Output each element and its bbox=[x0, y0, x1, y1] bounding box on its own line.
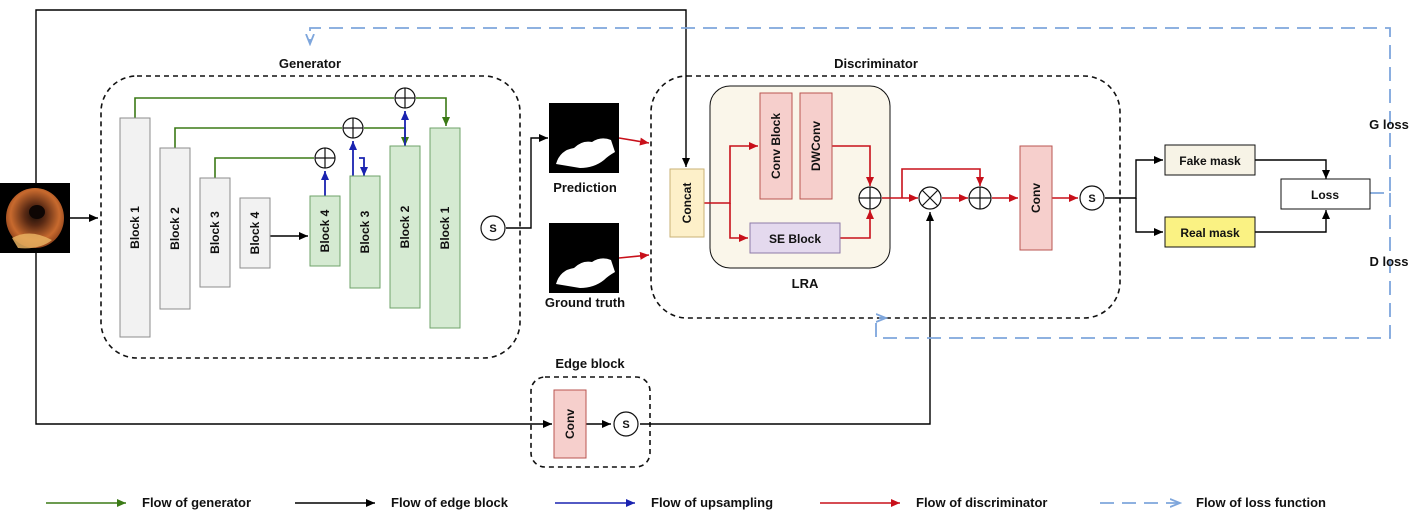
legend: Flow of generator Flow of edge block Flow … bbox=[46, 495, 1326, 510]
loss-flow-lines bbox=[310, 27, 1391, 339]
decoder-block-2: Block 3 bbox=[349, 175, 381, 289]
input-endoscopy-image bbox=[0, 183, 70, 253]
add-node-level1 bbox=[394, 87, 416, 109]
loss-box: Loss bbox=[1280, 178, 1371, 210]
legend-label: Flow of discriminator bbox=[916, 495, 1047, 510]
encoder-block-label: Block 4 bbox=[248, 211, 262, 254]
g-loss-label: G loss bbox=[1369, 117, 1409, 132]
legend-label: Flow of edge block bbox=[391, 495, 509, 510]
prediction-mask-image bbox=[549, 103, 619, 173]
discriminator-conv-module: Conv bbox=[1019, 145, 1053, 251]
lra-add-node bbox=[858, 186, 882, 210]
legend-label: Flow of upsampling bbox=[651, 495, 773, 510]
decoder-block-label: Block 3 bbox=[358, 210, 372, 253]
edge-sigmoid-label: S bbox=[622, 419, 629, 431]
decoder-block-1: Block 4 bbox=[309, 195, 341, 267]
d-loss-label: D loss bbox=[1369, 254, 1408, 269]
generator-sigmoid-label: S bbox=[489, 223, 496, 235]
decoder-block-label: Block 2 bbox=[398, 205, 412, 248]
ground-truth-label: Ground truth bbox=[545, 295, 625, 310]
add-node-level2 bbox=[342, 117, 364, 139]
encoder-block-3: Block 3 bbox=[199, 177, 231, 288]
concat-label: Concat bbox=[680, 183, 694, 224]
conv-block-label: Conv Block bbox=[769, 113, 783, 179]
dwconv-module: DWConv bbox=[799, 92, 833, 200]
real-mask-label: Real mask bbox=[1180, 226, 1240, 240]
real-mask-box: Real mask bbox=[1164, 216, 1256, 248]
legend-item: Flow of loss function bbox=[1100, 495, 1326, 510]
edge-block-group: Edge block bbox=[530, 356, 651, 468]
decoder-block-3: Block 2 bbox=[389, 145, 421, 309]
multiply-node bbox=[918, 186, 942, 210]
se-block-label: SE Block bbox=[769, 232, 821, 246]
edge-block-title: Edge block bbox=[555, 356, 625, 371]
fake-mask-box: Fake mask bbox=[1164, 144, 1256, 176]
ground-truth-mask-image bbox=[549, 223, 619, 293]
edge-conv-label: Conv bbox=[563, 409, 577, 439]
discriminator-sigmoid-node: S bbox=[1079, 185, 1105, 211]
generator-sigmoid-node: S bbox=[480, 215, 506, 241]
edge-conv-module: Conv bbox=[553, 389, 587, 459]
encoder-block-label: Block 2 bbox=[168, 207, 182, 250]
decoder-block-label: Block 4 bbox=[318, 209, 332, 252]
edge-sigmoid-node: S bbox=[613, 411, 639, 437]
encoder-block-1: Block 1 bbox=[119, 117, 151, 338]
encoder-block-4: Block 4 bbox=[239, 197, 271, 269]
decoder-blocks: Block 4 Block 3 Block 2 Block 1 bbox=[309, 127, 461, 329]
edge-flow-lines bbox=[35, 9, 1330, 428]
generator-group: Generator bbox=[100, 56, 521, 359]
discriminator-flow-lines bbox=[618, 137, 1078, 260]
discriminator-sigmoid-label: S bbox=[1088, 193, 1095, 205]
decoder-block-label: Block 1 bbox=[438, 206, 452, 249]
discriminator-group: Discriminator bbox=[650, 56, 1121, 319]
residual-add-node bbox=[968, 186, 992, 210]
concat-module: Concat bbox=[669, 168, 705, 238]
upsampling-lines bbox=[321, 111, 409, 196]
legend-item: Flow of discriminator bbox=[820, 495, 1047, 510]
legend-label: Flow of loss function bbox=[1196, 495, 1326, 510]
legend-item: Flow of edge block bbox=[295, 495, 509, 510]
generator-title: Generator bbox=[279, 56, 341, 71]
encoder-block-label: Block 3 bbox=[208, 211, 222, 254]
encoder-block-label: Block 1 bbox=[128, 206, 142, 249]
se-block-module: SE Block bbox=[749, 222, 841, 254]
fake-mask-label: Fake mask bbox=[1179, 154, 1241, 168]
prediction-label: Prediction bbox=[553, 180, 617, 195]
loss-label: Loss bbox=[1311, 188, 1339, 202]
discriminator-conv-label: Conv bbox=[1029, 183, 1043, 213]
legend-item: Flow of generator bbox=[46, 495, 251, 510]
lra-title: LRA bbox=[792, 276, 819, 291]
dwconv-label: DWConv bbox=[809, 121, 823, 171]
encoder-block-2: Block 2 bbox=[159, 147, 191, 310]
legend-item: Flow of upsampling bbox=[555, 495, 773, 510]
conv-block-module: Conv Block bbox=[759, 92, 793, 200]
add-node-level3 bbox=[314, 147, 336, 169]
discriminator-title: Discriminator bbox=[834, 56, 918, 71]
encoder-blocks: Block 1 Block 2 Block 3 Block 4 bbox=[119, 117, 271, 338]
legend-label: Flow of generator bbox=[142, 495, 251, 510]
decoder-block-4: Block 1 bbox=[429, 127, 461, 329]
